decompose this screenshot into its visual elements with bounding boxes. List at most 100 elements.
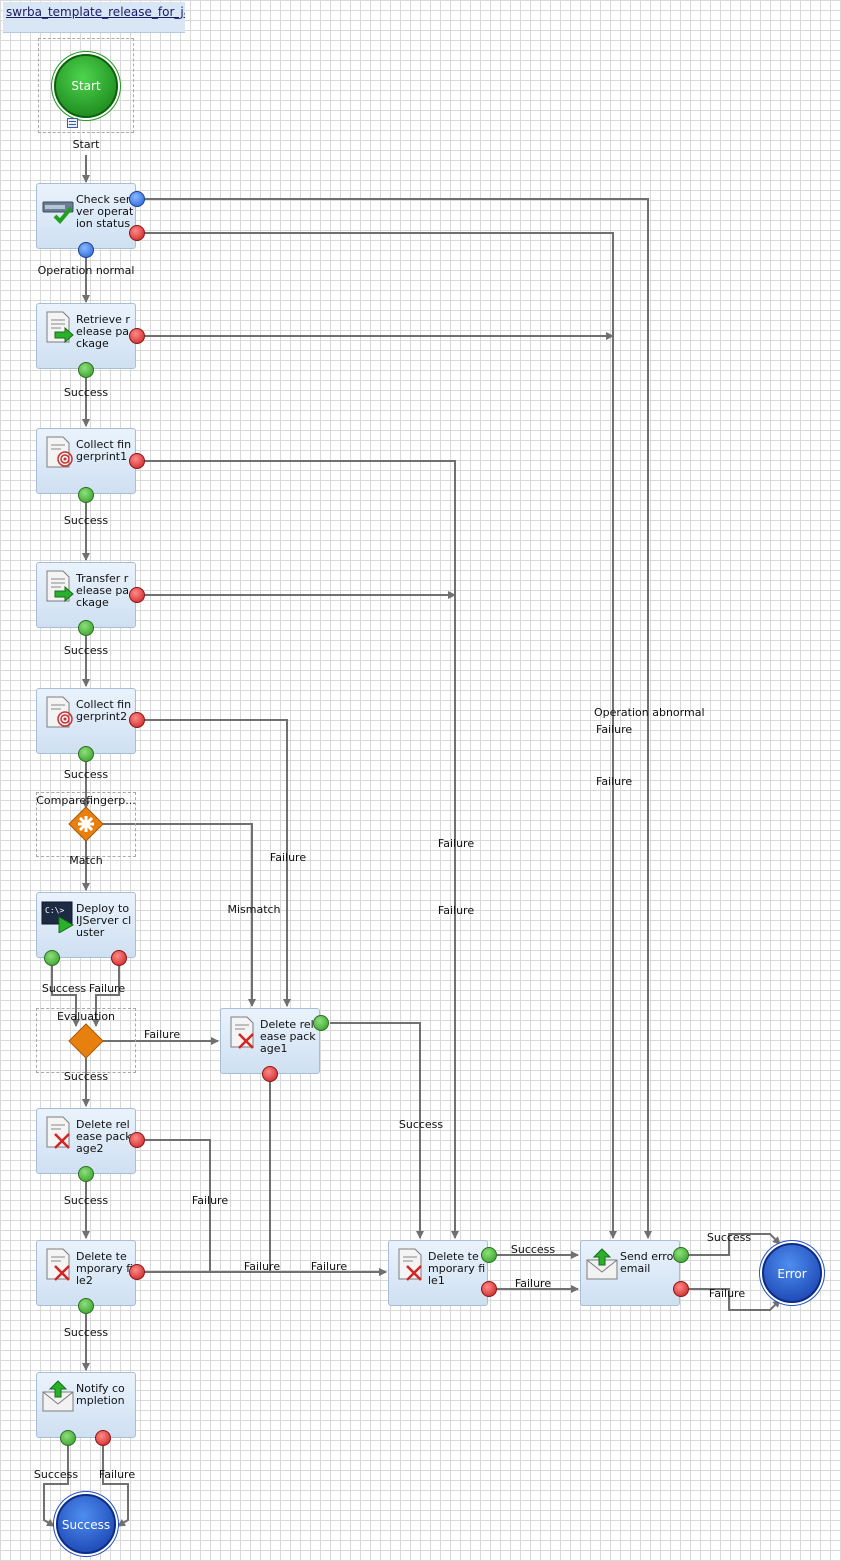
label-notify-failure: Failure (98, 1468, 136, 1481)
port-collect2-failure[interactable] (129, 712, 145, 728)
port-deletepkg1-failure[interactable] (262, 1066, 278, 1082)
document-transfer-icon (46, 570, 74, 603)
port-retrieve-failure[interactable] (129, 328, 145, 344)
evaluation-gateway-box (36, 1008, 136, 1073)
node-collect-fingerprint2[interactable]: Collect fingerprint2 (36, 688, 136, 754)
port-transfer-success[interactable] (78, 620, 94, 636)
port-retrieve-success[interactable] (78, 362, 94, 378)
edge-deploy-evaluation-failure (92, 966, 120, 1027)
start-attach-icon[interactable] (67, 118, 78, 128)
label-transfer-success: Success (63, 644, 109, 657)
server-check-icon (42, 201, 74, 224)
label-evaluation-failure: Failure (144, 1028, 181, 1041)
port-collect1-success[interactable] (78, 487, 94, 503)
edge-senderror-success-error (689, 1233, 781, 1256)
port-check-failure[interactable] (129, 225, 145, 241)
node-deploy-ijserver[interactable]: C:\> Deploy to IJServer cluster (36, 892, 136, 958)
node-delete-tempfile2-label: Delete temporary file2 (76, 1250, 134, 1287)
error-end-event[interactable]: Error (762, 1243, 822, 1303)
edge-check-abnormal-senderror (145, 198, 652, 1239)
label-deploy-failure: Failure (88, 982, 126, 995)
start-event-label: Start (71, 79, 101, 93)
port-deletetmp2-success[interactable] (78, 1298, 94, 1314)
port-check-abnormal[interactable] (129, 191, 145, 207)
start-selection-box (38, 38, 134, 133)
edge-collect2-deletepkg1 (145, 719, 291, 1007)
port-notify-success[interactable] (60, 1430, 76, 1446)
compare-gateway-label: Comparefingerp... (36, 794, 136, 807)
edge-compare-deletepkg1 (102, 823, 256, 1007)
port-deletetmp2-failure[interactable] (129, 1264, 145, 1280)
port-deletetmp1-success[interactable] (481, 1247, 497, 1263)
node-delete-package2-label: Delete release package2 (76, 1118, 132, 1155)
port-senderror-failure[interactable] (673, 1281, 689, 1297)
fingerprint-icon (46, 436, 73, 468)
port-senderror-success[interactable] (673, 1247, 689, 1263)
port-notify-failure[interactable] (95, 1430, 111, 1446)
node-notify-completion[interactable]: Notify completion (36, 1372, 136, 1438)
port-deploy-failure[interactable] (111, 950, 127, 966)
label-collect1-success: Success (63, 514, 109, 527)
label-evaluation-success: Success (63, 1070, 109, 1083)
label-failure-retrieve: Failure (596, 723, 633, 736)
node-delete-tempfile1[interactable]: Delete temporary file1 (388, 1240, 488, 1306)
label-retrieve-success: Success (63, 386, 109, 399)
edge-senderror-failure-error (689, 1288, 781, 1311)
node-send-error-email-label: Send error email (620, 1250, 678, 1275)
port-deletepkg2-success[interactable] (78, 1166, 94, 1182)
label-operation-normal: Operation normal (37, 264, 135, 277)
label-deletepkg2-success: Success (63, 1194, 109, 1207)
node-deploy-ijserver-label: Deploy to IJServer cluster (76, 902, 132, 939)
label-senderror-success: Success (706, 1231, 752, 1244)
port-check-normal[interactable] (78, 242, 94, 258)
label-deletetmp2-failure: Failure (310, 1260, 348, 1273)
compare-gateway[interactable] (68, 806, 104, 842)
edge-collect1-deletetmp1 (145, 460, 459, 1239)
node-check-server[interactable]: Check server operation status (36, 183, 136, 249)
evaluation-gateway[interactable] (68, 1023, 104, 1059)
node-retrieve-package-label: Retrieve release package (76, 313, 130, 350)
edge-notify-success-ok (43, 1446, 69, 1527)
node-delete-tempfile2[interactable]: Delete temporary file2 (36, 1240, 136, 1306)
label-match: Match (69, 854, 103, 867)
port-deletetmp1-failure[interactable] (481, 1281, 497, 1297)
port-deletepkg1-success[interactable] (313, 1015, 329, 1031)
port-deploy-success[interactable] (44, 950, 60, 966)
document-delete-icon (46, 1248, 70, 1281)
edge-deletepkg1-deletetmp1 (330, 1022, 424, 1239)
document-transfer-icon (46, 311, 74, 344)
error-end-label: Error (777, 1267, 807, 1281)
port-collect2-success[interactable] (78, 746, 94, 762)
port-collect1-failure[interactable] (129, 453, 145, 469)
label-deletepkg1-failure: Failure (243, 1260, 281, 1273)
edge-deletepkg2-deletetmp1 (145, 1139, 387, 1276)
start-caption: Start (72, 138, 100, 151)
start-event[interactable]: Start (54, 54, 118, 118)
label-failure-collect2: Failure (269, 851, 307, 864)
node-collect-fingerprint1[interactable]: Collect fingerprint1 (36, 428, 136, 494)
command-prompt-icon: C:\> (41, 901, 75, 933)
node-send-error-email[interactable]: Send error email (580, 1240, 680, 1306)
node-transfer-package-label: Transfer release package (76, 572, 130, 609)
label-failure-transfer: Failure (437, 904, 475, 917)
diagram-title: swrba_template_release_for_javaee (3, 2, 185, 33)
mail-send-icon (42, 1380, 74, 1412)
success-end-event[interactable]: Success (56, 1494, 116, 1554)
node-retrieve-package[interactable]: Retrieve release package (36, 303, 136, 369)
label-senderror-failure: Failure (708, 1287, 746, 1300)
edge-check-failure-senderror (145, 232, 617, 1239)
label-mismatch: Mismatch (227, 903, 281, 916)
label-deletetmp2-success: Success (63, 1326, 109, 1339)
port-transfer-failure[interactable] (129, 587, 145, 603)
compare-gateway-box (36, 792, 136, 857)
port-deletepkg2-failure[interactable] (129, 1132, 145, 1148)
node-check-server-label: Check server operation status (76, 193, 134, 230)
node-delete-package2[interactable]: Delete release package2 (36, 1108, 136, 1174)
document-delete-icon (230, 1016, 254, 1049)
label-deletepkg2-failure: Failure (191, 1194, 229, 1207)
node-transfer-package[interactable]: Transfer release package (36, 562, 136, 628)
node-delete-package1[interactable]: Delete release package1 (220, 1008, 320, 1074)
document-delete-icon (46, 1116, 70, 1149)
node-delete-tempfile1-label: Delete temporary file1 (428, 1250, 486, 1287)
fingerprint-icon (46, 696, 73, 728)
